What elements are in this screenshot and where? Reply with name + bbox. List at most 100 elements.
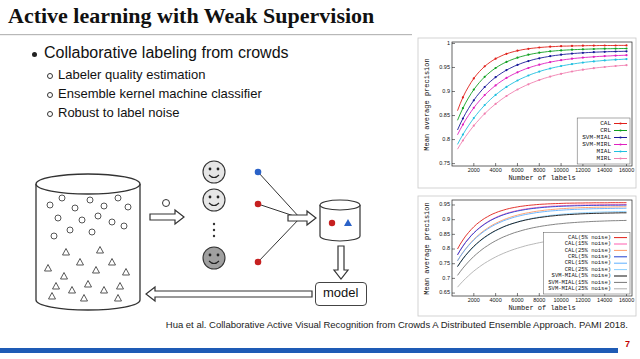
tick — [561, 163, 562, 166]
tick-label: 0.65 — [439, 290, 450, 296]
curve — [458, 208, 627, 261]
tick-label: 16000 — [619, 168, 634, 174]
legend-box — [577, 118, 630, 164]
tick — [495, 163, 496, 166]
tick — [452, 249, 455, 250]
tick-label: 0.85 — [439, 113, 450, 119]
legend-text: SVM-MIAL(15% noise) — [548, 280, 611, 286]
flow-arrow — [334, 246, 348, 279]
flow-arrow — [150, 210, 184, 224]
face-eye — [217, 254, 220, 257]
curve — [458, 220, 627, 275]
footer-bar — [0, 348, 618, 353]
vote-line — [258, 218, 300, 262]
legend-text: CAL(15% noise) — [565, 241, 611, 247]
face-eye — [209, 168, 212, 171]
tick-label: 10000 — [553, 298, 568, 304]
sample-triangle — [61, 273, 68, 280]
bullet-text: Collaborative labeling from crowds — [44, 44, 289, 62]
tick-label: 0.85 — [439, 232, 450, 238]
tick-label: 12000 — [575, 168, 590, 174]
face-smile — [209, 203, 219, 206]
tick-label: 8000 — [533, 168, 545, 174]
tick-label: 6000 — [511, 168, 523, 174]
sub-bullet-text: Robust to label noise — [58, 106, 179, 121]
sub-bullet-ring — [47, 111, 53, 117]
tick-label: 1 — [447, 41, 450, 47]
tick — [473, 293, 474, 296]
axis-label: Number of labels — [508, 175, 575, 182]
blue-label-dot — [255, 169, 262, 176]
ellipsis-dot — [213, 235, 215, 237]
labeler-face — [203, 161, 225, 183]
legend-text: CRL(5% noise) — [568, 254, 611, 260]
tick — [517, 163, 518, 166]
cylinder-top — [320, 200, 360, 210]
tick-label: 0.8 — [442, 137, 450, 143]
sample-circle — [67, 227, 73, 233]
sample-triangle — [123, 269, 130, 276]
legend-sample — [614, 269, 627, 270]
sample-triangle — [85, 281, 92, 288]
legend-text: SVM-MIAL(5% noise) — [552, 273, 611, 279]
sample-triangle — [109, 259, 116, 266]
legend-sample — [614, 244, 627, 245]
title-rule — [0, 34, 412, 35]
vote-line — [258, 172, 300, 218]
tick — [495, 293, 496, 296]
sample-circle — [121, 223, 127, 229]
legend-text: CAL(5% noise) — [568, 235, 611, 241]
sample-triangle — [93, 267, 100, 274]
sample-circle — [89, 229, 95, 235]
database-cylinder — [36, 184, 140, 310]
node-text: model — [323, 286, 358, 301]
legend-text: MIAL — [597, 149, 611, 155]
legend-text: SVM-MIRL — [582, 142, 611, 148]
sample-circle — [59, 195, 65, 201]
sample-circle — [109, 219, 115, 225]
legend-text: CAL(25% noise) — [565, 248, 611, 254]
axis-label: Number of labels — [508, 305, 575, 312]
legend-text: SVM-MIAL(25% noise) — [548, 286, 611, 292]
plot-area — [452, 42, 632, 166]
sample-circle — [51, 233, 57, 239]
legend-marker — [619, 157, 621, 159]
legend-sample — [614, 276, 627, 277]
sample-circle — [125, 204, 131, 210]
tick — [452, 234, 455, 235]
sample-triangle — [101, 287, 108, 294]
legend-sample — [614, 123, 627, 124]
legend-marker — [619, 122, 621, 124]
red-label-dot — [255, 259, 262, 266]
sample-triangle — [63, 249, 70, 256]
tick — [539, 163, 540, 166]
sample-triangle — [115, 295, 122, 302]
tick-label: 0.75 — [439, 161, 450, 167]
sample-circle — [47, 202, 53, 208]
sample-circle — [163, 200, 170, 207]
sample-triangle — [45, 265, 52, 272]
tick-label: 0.95 — [439, 202, 450, 208]
sample-circle — [72, 205, 78, 211]
sample-circle — [101, 203, 107, 209]
face-smile — [209, 175, 219, 178]
tick-label: 4000 — [490, 168, 502, 174]
curve — [458, 49, 627, 121]
legend-sample — [614, 151, 627, 152]
axis-label: Mean average precision — [423, 202, 430, 294]
tick-label: 0.7 — [442, 276, 450, 282]
tick — [452, 263, 455, 264]
curve — [458, 235, 627, 287]
legend-marker — [619, 136, 621, 138]
tick-label: 8000 — [533, 298, 545, 304]
labeler-face — [203, 247, 225, 269]
tick-label: 2000 — [468, 298, 480, 304]
curve — [458, 65, 627, 149]
slide-title: Active learning with Weak Supervision — [8, 3, 374, 29]
tick-label: 2000 — [468, 168, 480, 174]
sample-triangle — [117, 283, 124, 290]
sample-circle — [79, 217, 85, 223]
face-eye — [217, 168, 220, 171]
sample-triangle — [81, 295, 88, 302]
tick — [452, 67, 455, 68]
